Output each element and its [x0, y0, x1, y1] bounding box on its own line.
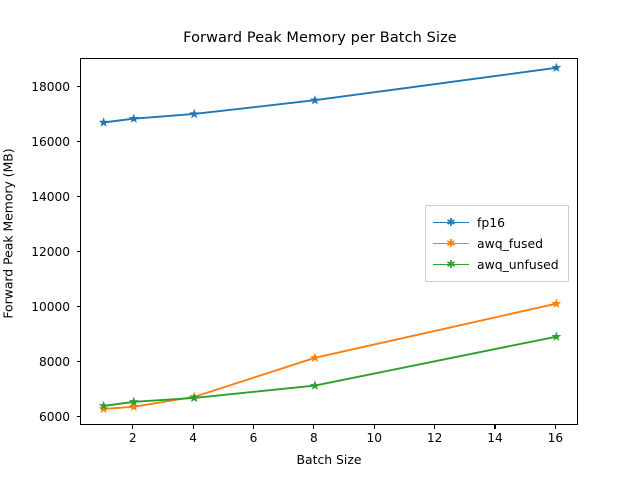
data-point-fp16-8 [309, 95, 320, 105]
star-marker-icon: ✱ [446, 258, 456, 271]
series-line-fp16 [103, 66, 557, 124]
legend-item-fp16[interactable]: ✱ fp16 [433, 212, 559, 233]
legend-swatch-awq-fused: ✱ [433, 237, 469, 251]
data-point-awq_unfused-1 [98, 400, 109, 411]
legend-label-awq-unfused: awq_unfused [477, 257, 559, 272]
x-tick-label: 8 [310, 431, 318, 445]
x-tick-label: 10 [366, 431, 383, 445]
legend-swatch-awq-unfused: ✱ [433, 258, 469, 272]
data-point-awq_fused-8 [309, 352, 320, 363]
legend-swatch-fp16: ✱ [433, 216, 469, 230]
legend-label-fp16: fp16 [477, 215, 505, 230]
x-tick-label: 14 [487, 431, 503, 445]
series-canvas [98, 62, 562, 414]
data-point-awq_unfused-2 [128, 396, 139, 407]
x-axis-label: Batch Size [296, 452, 362, 467]
data-point-fp16-16 [551, 62, 562, 72]
data-point-fp16-1 [98, 117, 109, 127]
x-tick-label: 4 [189, 431, 198, 445]
legend-item-awq-unfused[interactable]: ✱ awq_unfused [433, 254, 559, 275]
data-point-awq_fused-2 [128, 401, 139, 411]
star-marker-icon: ✱ [446, 237, 456, 250]
y-axis-label: Forward Peak Memory (MB) [0, 148, 16, 319]
legend-label-awq-fused: awq_fused [477, 236, 543, 251]
data-point-fp16-2 [128, 113, 139, 123]
x-tick-label: 2 [128, 431, 137, 445]
x-tick-label: 6 [249, 431, 258, 445]
data-point-awq_unfused-4 [189, 392, 200, 403]
data-point-awq_unfused-16 [551, 331, 562, 341]
series-line-awq_unfused [103, 335, 557, 407]
data-point-fp16-4 [189, 108, 200, 119]
series-line-awq_fused [103, 302, 557, 410]
data-point-awq_fused-1 [98, 403, 109, 414]
star-marker-icon: ✱ [446, 216, 456, 229]
chart-title: Forward Peak Memory per Batch Size [183, 30, 457, 46]
x-tick-label: 12 [426, 431, 443, 445]
legend: ✱ fp16 ✱ awq_fused ✱ awq_unfused [425, 205, 569, 282]
data-point-awq_unfused-8 [309, 380, 320, 390]
x-tick-label: 16 [547, 431, 564, 445]
data-point-awq_fused-16 [551, 298, 562, 308]
legend-item-awq-fused[interactable]: ✱ awq_fused [433, 233, 559, 254]
